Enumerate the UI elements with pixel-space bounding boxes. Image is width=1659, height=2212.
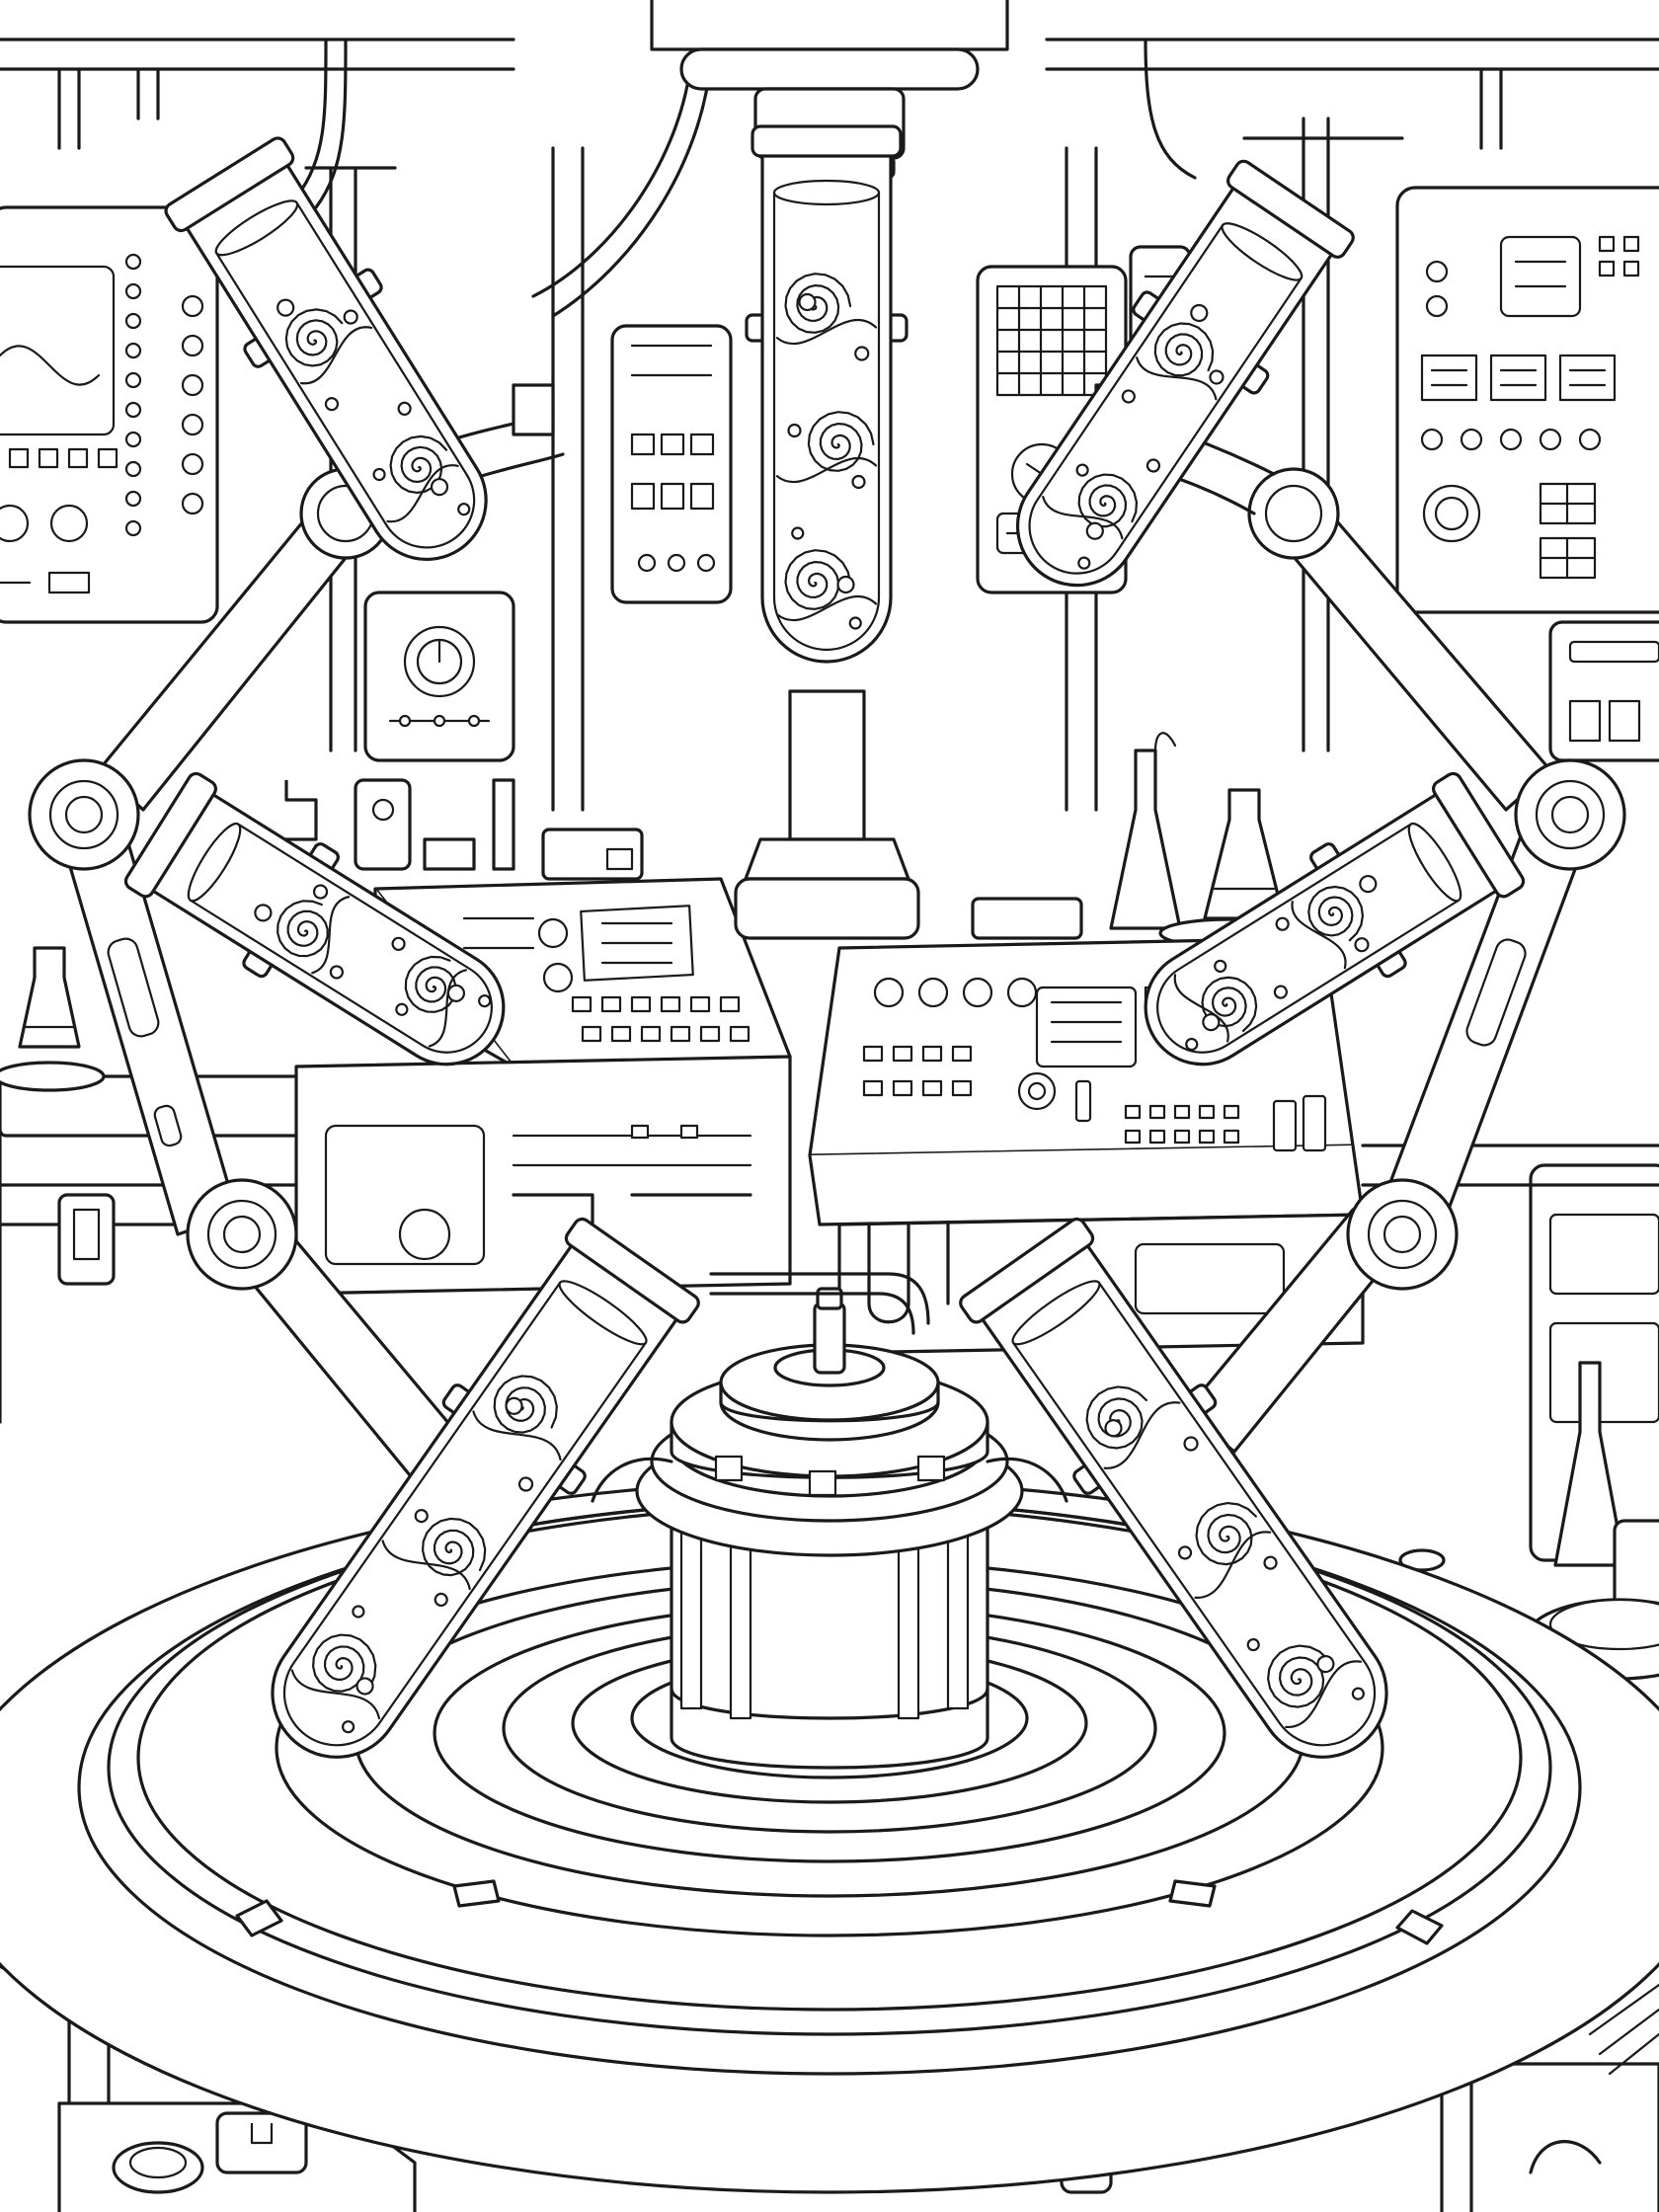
robot-arms	[28, 383, 1626, 1483]
flask-left	[0, 946, 106, 1092]
tube-upper-right	[1015, 159, 1355, 588]
right-robot-arm	[1084, 383, 1626, 1454]
tube-lower-left	[271, 1217, 700, 1759]
central-pillar	[591, 689, 1068, 1770]
test-tubes	[123, 124, 1526, 1759]
left-robot-arm	[28, 383, 565, 1483]
tube-upper-left	[164, 136, 488, 562]
tube-mid-right	[1144, 771, 1526, 1066]
left-panel-dots	[124, 253, 204, 537]
tube-lower-right	[959, 1217, 1388, 1759]
flasks-right	[971, 732, 1301, 949]
tube-center	[745, 124, 908, 664]
tube-mid-left	[123, 771, 506, 1066]
